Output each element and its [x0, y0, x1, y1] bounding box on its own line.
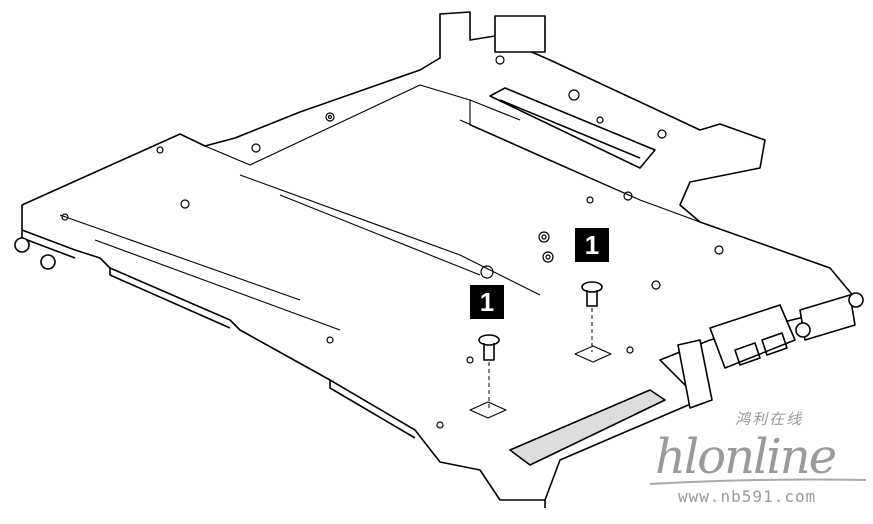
- audio-jack: [14, 237, 30, 253]
- slot-connector: [489, 87, 656, 169]
- watermark-underline: [649, 478, 867, 485]
- screw-right: [574, 281, 612, 363]
- watermark-logo: hlonline: [655, 429, 837, 485]
- watermark-chinese: 鸿利在线: [735, 410, 804, 428]
- vga-screw: [795, 322, 811, 338]
- audio-jack: [40, 254, 56, 270]
- screw-left: [469, 334, 507, 419]
- lan-modem-ports: [709, 304, 796, 369]
- watermark-url: www.nb591.com: [678, 487, 817, 506]
- callout-1-left: 1: [470, 285, 504, 319]
- mounting-holes: [61, 55, 724, 429]
- board-detail-lines: [59, 84, 701, 331]
- board-outline: [21, 11, 856, 501]
- bottom-card: [509, 389, 666, 466]
- callout-1-right: 1: [575, 228, 609, 262]
- top-connector: [494, 15, 546, 53]
- vga-screw: [848, 292, 864, 308]
- usb-port: [677, 339, 713, 409]
